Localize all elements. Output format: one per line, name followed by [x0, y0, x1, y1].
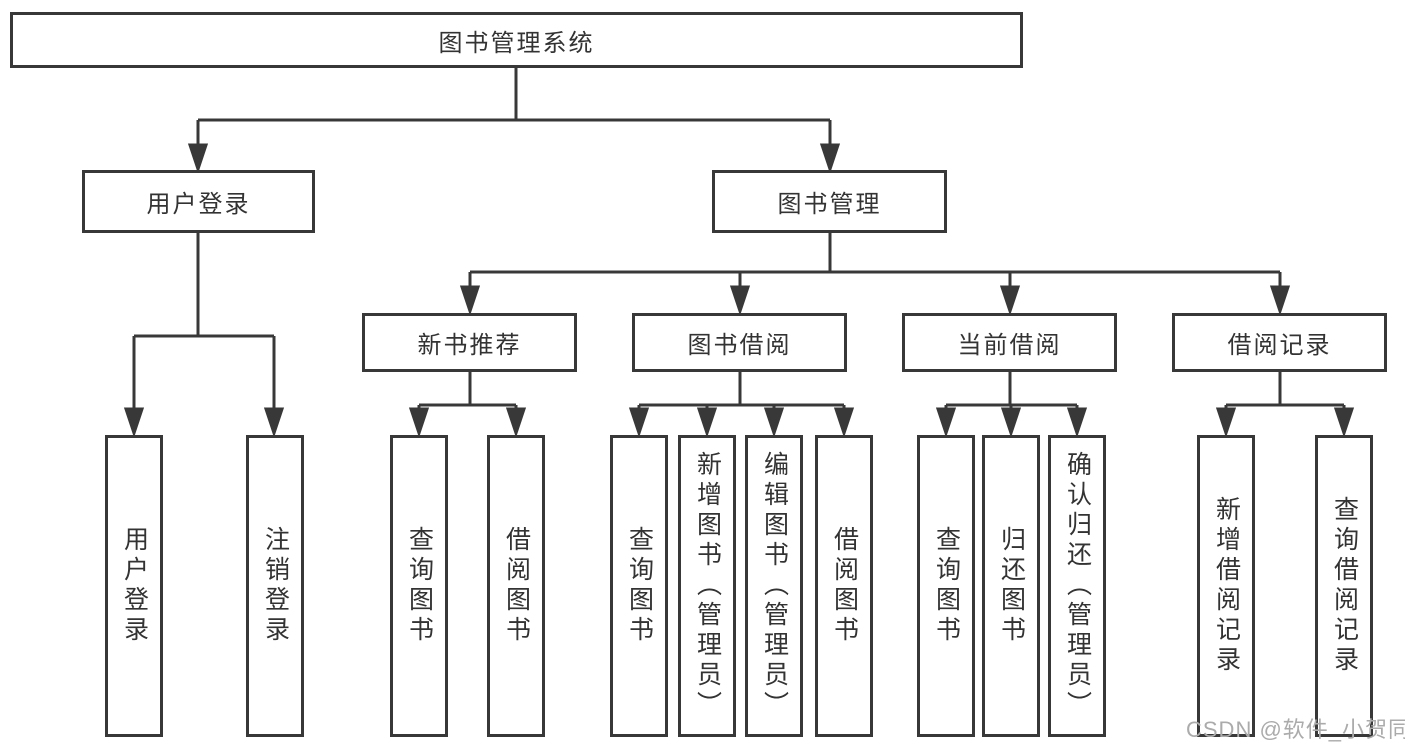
leaf-add-books-admin: 新增图书（管理员）	[678, 435, 736, 737]
leaf-query-books-borrow: 查询图书	[610, 435, 668, 737]
arrow-down-icon	[819, 143, 841, 174]
leaf-confirm-return-admin: 确认归还（管理员）	[1048, 435, 1106, 737]
leaf-edit-books-admin: 编辑图书（管理员）	[745, 435, 803, 737]
leaf-query-books-current: 查询图书	[917, 435, 975, 737]
node-borrow-records: 借阅记录	[1172, 313, 1387, 372]
connector-new-book-recommend-to-leaves	[408, 372, 527, 438]
node-book-borrow: 图书借阅	[632, 313, 847, 372]
node-label: 查询借阅记录	[1330, 496, 1359, 676]
arrow-down-icon	[1066, 407, 1088, 438]
connector-root-to-level2	[187, 68, 841, 174]
arrow-down-icon	[999, 285, 1021, 316]
arrow-down-icon	[935, 407, 957, 438]
arrow-down-icon	[1000, 407, 1022, 438]
arrow-down-icon	[833, 407, 855, 438]
node-label: 归还图书	[997, 526, 1026, 646]
node-label: 确认归还（管理员）	[1063, 451, 1092, 721]
arrow-down-icon	[729, 285, 751, 316]
leaf-user-login: 用户登录	[105, 435, 163, 737]
node-library-system: 图书管理系统	[10, 12, 1023, 68]
arrow-down-icon	[263, 407, 285, 438]
node-label: 图书管理系统	[438, 29, 595, 57]
node-current-borrow: 当前借阅	[902, 313, 1117, 372]
node-label: 查询图书	[625, 526, 654, 646]
node-label: 用户登录	[146, 191, 251, 218]
connector-book-borrow-to-leaves	[628, 372, 855, 438]
connector-book-management-to-level3	[459, 233, 1291, 316]
arrow-down-icon	[505, 407, 527, 438]
arrow-down-icon	[187, 143, 209, 174]
leaf-query-books-recommend: 查询图书	[390, 435, 448, 737]
csdn-watermark: CSDN @软件_小贺同学	[1186, 717, 1405, 742]
node-book-management: 图书管理	[712, 170, 947, 233]
arrow-down-icon	[628, 407, 650, 438]
arrow-down-icon	[408, 407, 430, 438]
leaf-logout: 注销登录	[246, 435, 304, 737]
arrow-down-icon	[696, 407, 718, 438]
leaf-borrow-books-recommend: 借阅图书	[487, 435, 545, 737]
node-label: 当前借阅	[957, 332, 1062, 359]
node-label: 用户登录	[120, 526, 149, 646]
node-label: 注销登录	[261, 526, 290, 646]
arrow-down-icon	[763, 407, 785, 438]
node-new-book-recommend: 新书推荐	[362, 313, 577, 372]
connector-user-login-to-leaves	[123, 233, 285, 438]
node-label: 借阅记录	[1227, 332, 1332, 359]
arrow-down-icon	[459, 285, 481, 316]
connector-borrow-records-to-leaves	[1215, 372, 1355, 438]
node-label: 查询图书	[932, 526, 961, 646]
leaf-return-books: 归还图书	[982, 435, 1040, 737]
node-label: 图书借阅	[687, 332, 792, 359]
leaf-add-borrow-record: 新增借阅记录	[1197, 435, 1255, 737]
leaf-borrow-books: 借阅图书	[815, 435, 873, 737]
arrow-down-icon	[1333, 407, 1355, 438]
arrow-down-icon	[123, 407, 145, 438]
connector-current-borrow-to-leaves	[935, 372, 1088, 438]
arrow-down-icon	[1269, 285, 1291, 316]
node-label: 编辑图书（管理员）	[760, 451, 789, 721]
arrow-down-icon	[1215, 407, 1237, 438]
node-label: 借阅图书	[502, 526, 531, 646]
node-label: 新增借阅记录	[1212, 496, 1241, 676]
node-user-login: 用户登录	[82, 170, 315, 233]
node-label: 图书管理	[777, 191, 882, 218]
node-label: 借阅图书	[830, 526, 859, 646]
node-label: 新书推荐	[417, 332, 522, 359]
node-label: 查询图书	[405, 526, 434, 646]
node-label: 新增图书（管理员）	[693, 451, 722, 721]
leaf-query-borrow-record: 查询借阅记录	[1315, 435, 1373, 737]
